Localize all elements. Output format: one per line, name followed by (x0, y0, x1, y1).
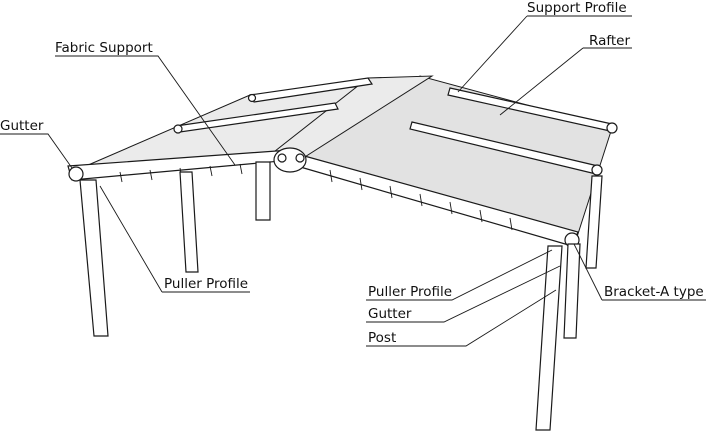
label-puller-profile-right: Puller Profile (368, 284, 453, 300)
label-gutter-left: Gutter (0, 118, 44, 134)
label-fabric-support: Fabric Support (55, 40, 153, 56)
post-back-left (179, 171, 199, 273)
post-right-mid (563, 243, 581, 339)
ridge-bolt (295, 153, 305, 163)
label-bracket-a-type: Bracket-A type (604, 284, 704, 300)
post-front-left (79, 179, 109, 337)
label-post: Post (368, 330, 397, 346)
label-support-profile: Support Profile (527, 0, 627, 16)
label-rafter: Rafter (589, 33, 631, 49)
label-puller-profile-left: Puller Profile (164, 276, 249, 292)
right-fabric-hangers (329, 169, 513, 231)
posts (79, 161, 603, 431)
support-end-cap (173, 124, 183, 134)
post-front-right (535, 245, 563, 431)
ridge-bolt (277, 153, 287, 163)
rafter-end-cap (606, 122, 618, 134)
post-mid (255, 161, 271, 221)
left-corner-bracket (68, 166, 84, 182)
rafter-end-cap (591, 164, 603, 176)
leader-lines (0, 15, 706, 347)
post-back-right (585, 175, 603, 269)
support-end-cap (247, 93, 257, 103)
label-gutter-right: Gutter (368, 306, 412, 322)
